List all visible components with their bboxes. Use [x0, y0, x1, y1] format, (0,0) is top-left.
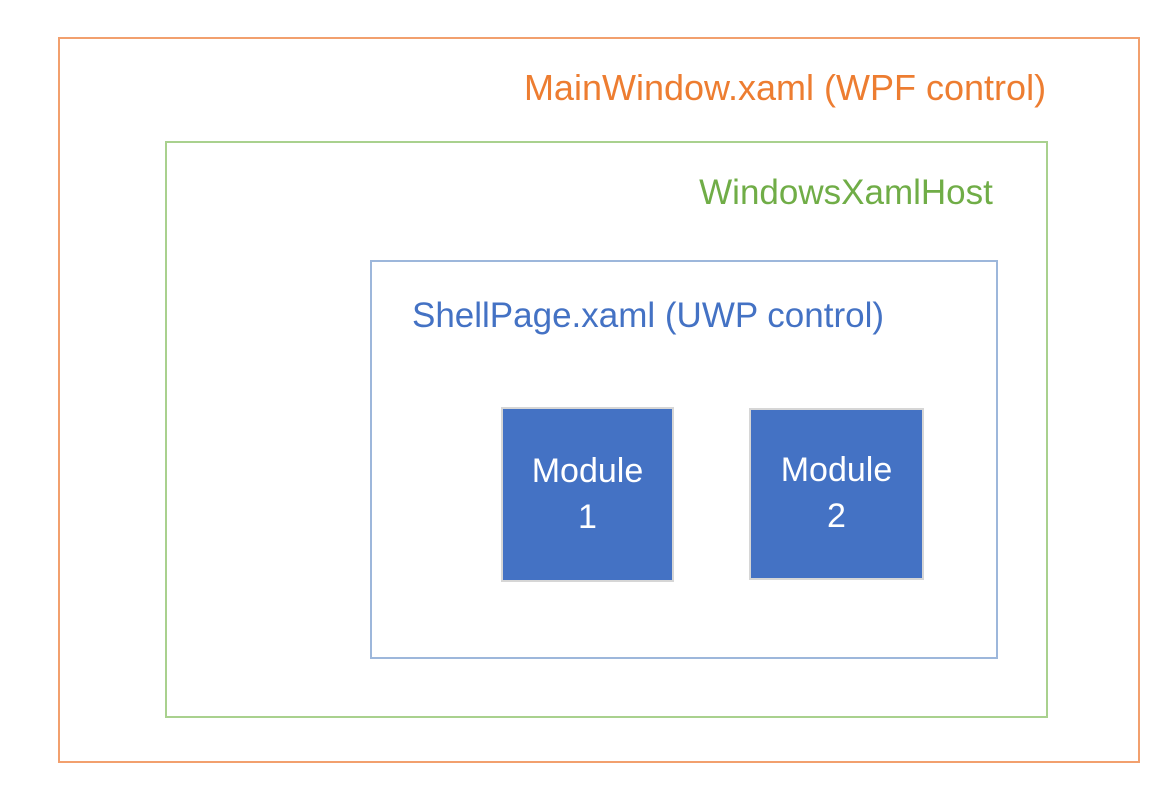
mainwindow-wpf-frame — [58, 37, 1140, 763]
mainwindow-wpf-label: MainWindow.xaml (WPF control) — [523, 67, 1047, 108]
windowsxamlhost-frame — [165, 141, 1048, 718]
module-2-label-line1: Module — [780, 451, 893, 490]
shellpage-uwp-label: ShellPage.xaml (UWP control) — [411, 296, 885, 335]
module-1-box: Module 1 — [501, 407, 674, 582]
module-2-label-line2: 2 — [827, 497, 846, 535]
module-2-box: Module 2 — [749, 408, 924, 580]
windowsxamlhost-label: WindowsXamlHost — [699, 173, 993, 212]
module-1-label-line2: 1 — [578, 497, 597, 536]
shellpage-uwp-frame — [370, 260, 998, 659]
module-1-label-line1: Module — [531, 451, 644, 490]
